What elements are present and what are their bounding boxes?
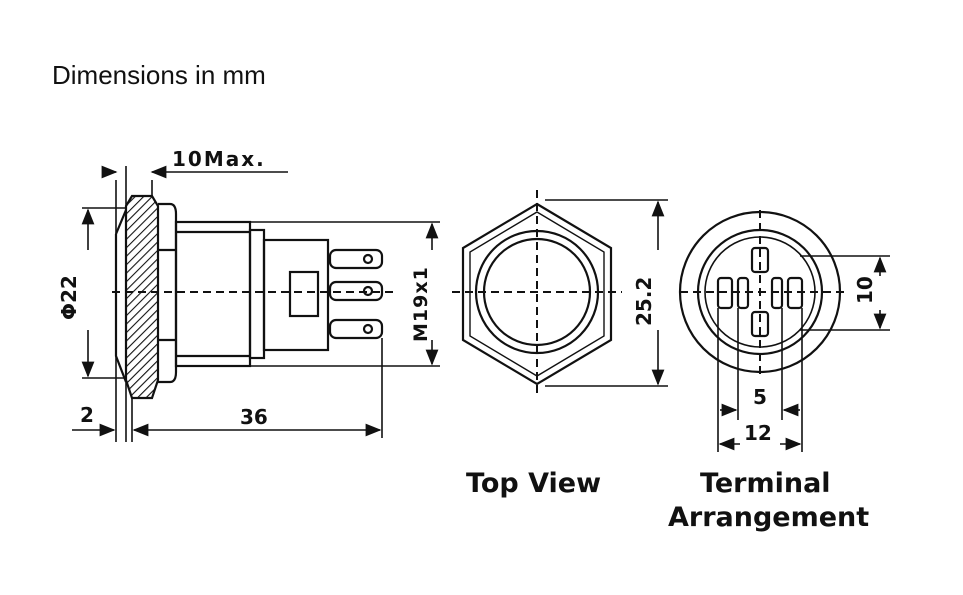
dim-terminal-inner: 5 <box>753 385 767 409</box>
terminal-view <box>678 210 890 452</box>
page-title: Dimensions in mm <box>52 60 266 90</box>
pin-left-inner <box>736 276 750 310</box>
dim-hex: 25.2 <box>632 277 656 326</box>
dim-terminal-outer: 12 <box>744 421 772 445</box>
dim-terminal-height: 10 <box>853 276 877 304</box>
terminal-caption-line2: Arrangement <box>668 502 869 533</box>
pin-right <box>786 276 804 310</box>
terminal-caption-line1: Terminal <box>700 468 831 499</box>
dim-bezel: 2 <box>80 403 94 427</box>
side-view <box>72 165 440 442</box>
pin-bottom <box>750 310 770 338</box>
terminal-bottom <box>328 318 384 340</box>
dim-body-length: 36 <box>240 405 268 429</box>
dim-diameter: Φ22 <box>57 275 81 320</box>
dim-front-length: 10Max. <box>172 147 266 171</box>
top-view <box>452 190 668 396</box>
top-view-caption: Top View <box>466 468 601 499</box>
rear-housing <box>262 238 330 352</box>
dim-thread: M19x1 <box>410 266 432 342</box>
hex-nut-outline <box>461 202 613 386</box>
pin-right-inner <box>770 276 784 310</box>
bezel <box>124 194 160 400</box>
terminal-mid <box>328 280 384 302</box>
threaded-body <box>174 220 252 368</box>
pin-top <box>750 246 770 274</box>
pin-left <box>716 276 734 310</box>
terminal-top <box>328 248 384 270</box>
